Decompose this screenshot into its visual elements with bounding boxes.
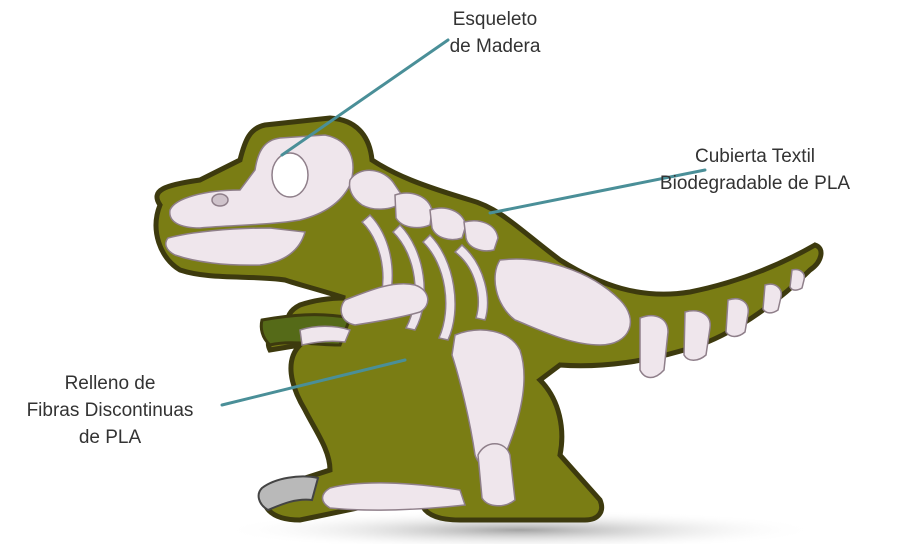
label-fill-line3: de PLA xyxy=(0,424,220,451)
label-fill-line2: Fibras Discontinuas xyxy=(0,397,220,424)
label-skeleton-line2: de Madera xyxy=(395,33,595,60)
label-wooden-skeleton: Esqueleto de Madera xyxy=(395,6,595,60)
label-textile-cover: Cubierta Textil Biodegradable de PLA xyxy=(640,143,870,197)
label-fill-line1: Relleno de xyxy=(0,370,220,397)
label-cover-line2: Biodegradable de PLA xyxy=(640,170,870,197)
label-fiber-fill: Relleno de Fibras Discontinuas de PLA xyxy=(0,370,220,451)
label-skeleton-line1: Esqueleto xyxy=(395,6,595,33)
label-cover-line1: Cubierta Textil xyxy=(640,143,870,170)
